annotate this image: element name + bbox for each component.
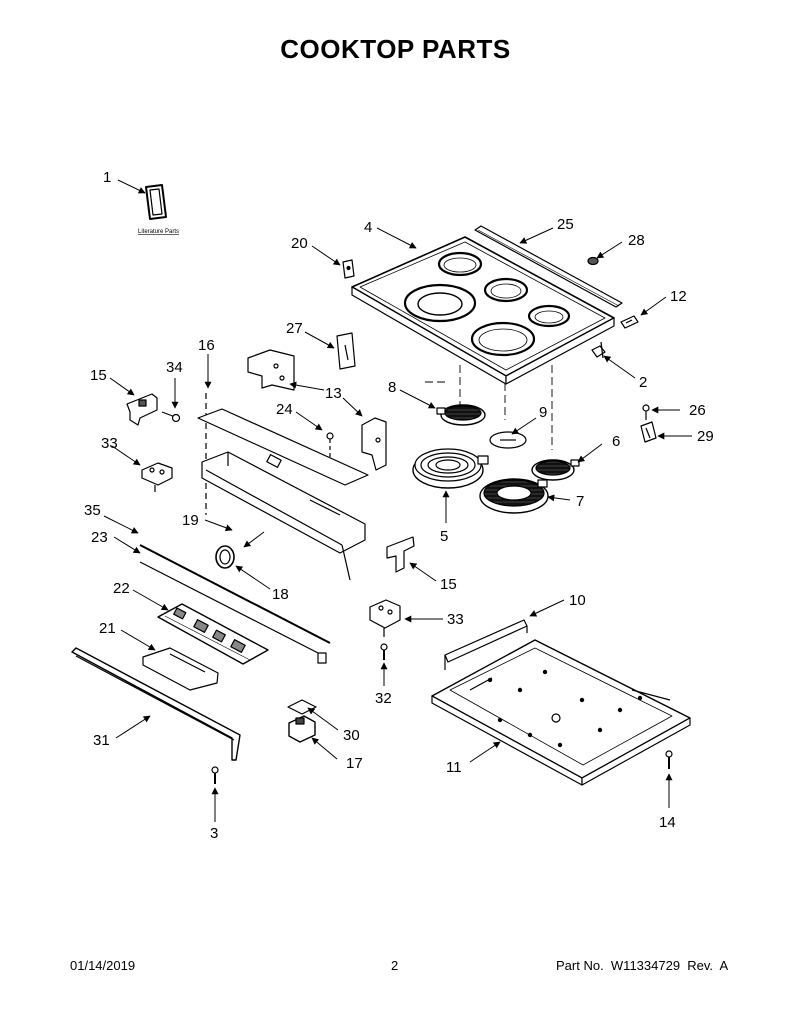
callout-21: 21 [99, 620, 116, 637]
control-panel-part-16 [197, 393, 369, 581]
callout-17: 17 [346, 755, 363, 772]
screw-part-26 [642, 404, 650, 420]
callout-6: 6 [612, 433, 620, 450]
callout-29: 29 [697, 428, 714, 445]
clip-part-2 [591, 341, 606, 359]
callout-10: 10 [569, 592, 586, 609]
callout-30: 30 [343, 727, 360, 744]
screw-part-14 [665, 750, 673, 769]
label-part-30 [287, 699, 317, 715]
leader-arrows [103, 179, 692, 822]
footer-date: 01/14/2019 [70, 958, 136, 973]
callout-28: 28 [628, 232, 645, 249]
callout-34: 34 [166, 359, 183, 376]
callout-15-left: 15 [90, 367, 107, 384]
literature-parts-label: Literature Parts [138, 229, 179, 235]
screw-part-32 [380, 643, 388, 660]
bottom-chassis-part-11 [431, 639, 691, 786]
footer-part-info: Part No. W11334729 Rev. A [556, 958, 729, 973]
front-trim-part-31 [71, 647, 241, 761]
callout-2: 2 [639, 374, 647, 391]
rod-part-35 [139, 544, 331, 644]
bracket-part-13-right [361, 417, 387, 471]
callout-35: 35 [84, 502, 101, 519]
plate-part-21 [142, 647, 219, 691]
limiter-part-9 [489, 431, 527, 449]
footer-page-number: 2 [391, 958, 399, 973]
callout-8: 8 [388, 379, 396, 396]
callout-27: 27 [286, 320, 303, 337]
mount-part-33-right [369, 599, 401, 637]
rear-trim-strip [474, 225, 623, 308]
bracket-part-29 [640, 421, 657, 443]
mount-part-33-left [141, 462, 173, 492]
callout-11: 11 [446, 759, 462, 776]
control-board-part-22 [157, 603, 269, 665]
control-knob-part-18 [215, 545, 235, 569]
callout-labels: 1 2 3 4 5 6 7 8 9 10 11 12 13 14 15 15 1… [84, 169, 714, 842]
callout-18: 18 [272, 586, 289, 603]
callout-4: 4 [364, 219, 372, 236]
rear-bracket-part-10 [444, 619, 528, 670]
callout-31: 31 [93, 732, 110, 749]
callout-13: 13 [325, 385, 342, 402]
callout-12: 12 [670, 288, 687, 305]
callout-26: 26 [689, 402, 706, 419]
callout-1: 1 [103, 169, 111, 186]
rod-part-23 [139, 561, 327, 664]
callout-25: 25 [557, 216, 574, 233]
callout-19: 19 [182, 512, 199, 529]
connector-part-12 [620, 315, 639, 329]
glass-cooktop-main-top [351, 236, 615, 385]
bracket-part-15-left [126, 393, 158, 426]
callout-23: 23 [91, 529, 108, 546]
radiant-element-part-8 [436, 404, 486, 426]
screw-part-34 [161, 411, 181, 423]
callout-14: 14 [659, 814, 676, 831]
callout-32: 32 [375, 690, 392, 707]
screw-part-3 [211, 766, 219, 784]
page-title: COOKTOP PARTS [280, 34, 511, 64]
radiant-element-part-7 [479, 478, 549, 514]
callout-5: 5 [440, 528, 448, 545]
callout-33-left: 33 [101, 435, 118, 452]
coil-element-part-5 [412, 448, 489, 489]
callout-24: 24 [276, 401, 293, 418]
callout-3: 3 [210, 825, 218, 842]
bracket-part-13-left [247, 349, 295, 391]
bracket-part-15-right [386, 536, 415, 573]
callout-16: 16 [198, 337, 215, 354]
callout-33-right: 33 [447, 611, 464, 628]
callout-9: 9 [539, 404, 547, 421]
assembly-guide-lines [425, 365, 553, 450]
cap-part-28 [587, 256, 599, 266]
literature-parts-booklet [145, 184, 167, 220]
radiant-element-part-6 [531, 459, 580, 481]
clip-part-20 [342, 259, 355, 279]
bracket-part-27 [336, 332, 356, 370]
callout-15-right: 15 [440, 576, 457, 593]
callout-22: 22 [113, 580, 130, 597]
callout-7: 7 [576, 493, 584, 510]
callout-20: 20 [291, 235, 308, 252]
switch-part-17 [288, 715, 316, 743]
